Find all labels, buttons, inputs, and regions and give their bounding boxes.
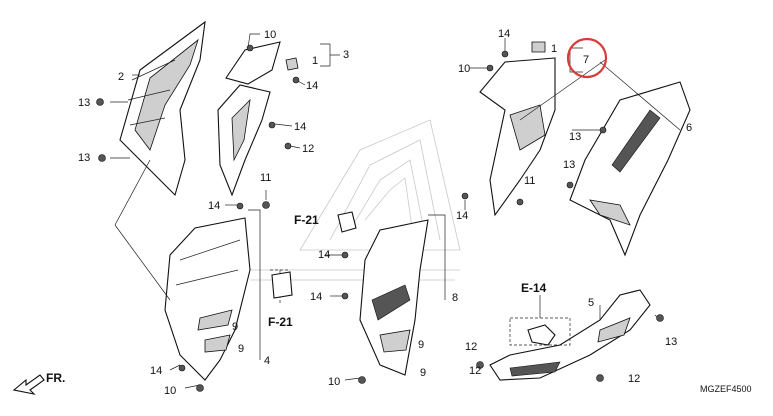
callout-13b: 13 <box>78 152 90 164</box>
ref-e14: E-14 <box>521 281 547 295</box>
part-3-small-panel <box>225 41 299 85</box>
callout-13c: 13 <box>569 131 581 143</box>
callout-1b: 1 <box>551 43 557 55</box>
callout-14b: 14 <box>294 121 306 133</box>
callout-13d: 13 <box>563 159 575 171</box>
callout-11a: 11 <box>260 172 271 184</box>
callout-10a: 10 <box>264 29 276 41</box>
callout-9b: 9 <box>238 343 244 355</box>
f21-detail <box>271 211 357 299</box>
callout-14h: 14 <box>150 365 162 377</box>
callout-10c: 10 <box>164 385 176 397</box>
part-4-lower-cover <box>164 217 251 381</box>
part-8-center-cover <box>359 219 429 376</box>
callout-14a: 14 <box>306 80 318 92</box>
callout-13e: 13 <box>665 336 677 348</box>
callout-14c: 14 <box>208 200 220 212</box>
callout-1a: 1 <box>312 55 318 67</box>
callout-5: 5 <box>588 297 594 309</box>
part-7-bracket <box>479 41 556 217</box>
callout-14f: 14 <box>318 249 330 261</box>
callout-2: 2 <box>118 71 124 83</box>
watermark-wing <box>240 119 461 281</box>
highlight-ring <box>566 37 608 79</box>
fasteners <box>96 44 664 392</box>
e14-detail <box>509 295 571 346</box>
callout-12b: 12 <box>465 341 477 353</box>
leader-lines <box>110 33 681 389</box>
callout-6: 6 <box>686 122 692 134</box>
part-5-under-cowl <box>489 289 651 381</box>
ref-f21-top: F-21 <box>294 213 319 227</box>
front-arrow-icon <box>12 374 45 395</box>
part-6-side-panel <box>569 81 691 257</box>
callout-10d: 10 <box>328 376 340 388</box>
front-label: FR. <box>46 371 65 385</box>
callout-9a: 9 <box>232 321 238 333</box>
callout-12d: 12 <box>628 373 640 385</box>
callout-9d: 9 <box>420 367 426 379</box>
ref-f21-bottom: F-21 <box>268 315 293 329</box>
callout-12c: 12 <box>469 365 481 377</box>
callout-9c: 9 <box>418 339 424 351</box>
callout-7: 7 <box>583 54 589 66</box>
callout-12a: 12 <box>302 143 314 155</box>
part-2-upper-cowl <box>119 20 206 197</box>
callout-14e: 14 <box>456 210 468 222</box>
callout-3: 3 <box>343 49 349 61</box>
part-inner-strip <box>217 84 271 197</box>
callout-10b: 10 <box>458 63 470 75</box>
diagram-code: MGZEF4500 <box>700 384 752 394</box>
callout-13a: 13 <box>78 97 90 109</box>
callout-14d: 14 <box>498 28 510 40</box>
callout-11b: 11 <box>524 175 535 187</box>
callout-4: 4 <box>264 355 270 367</box>
highlight-circle <box>566 37 608 79</box>
callout-14g: 14 <box>310 291 322 303</box>
callout-8: 8 <box>452 292 458 304</box>
